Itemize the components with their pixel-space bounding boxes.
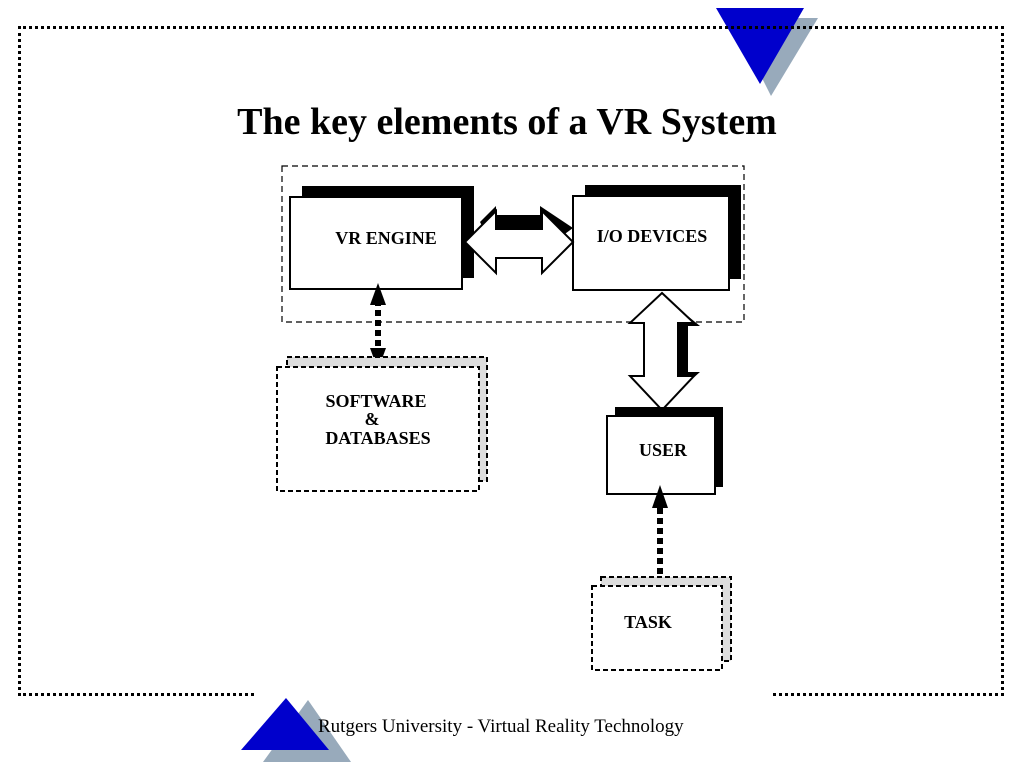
software-databases-box <box>276 366 480 492</box>
software-label-line2: & <box>365 409 380 429</box>
engine-io-double-arrow <box>463 208 575 276</box>
bottom-blue-triangle <box>241 698 329 750</box>
user-box <box>606 415 716 495</box>
io-devices-label: I/O DEVICES <box>597 226 708 246</box>
engine-software-arrow-up <box>370 283 386 305</box>
task-user-arrow-head <box>652 485 668 508</box>
task-box <box>591 585 723 671</box>
engine-io-group-boundary <box>281 165 745 323</box>
vr-engine-label: VR ENGINE <box>335 228 437 248</box>
software-label-line1: SOFTWARE <box>325 391 426 411</box>
footer-text: Rutgers University - Virtual Reality Tec… <box>318 716 684 737</box>
footer-gap <box>256 692 772 702</box>
software-label-line3: DATABASES <box>325 428 430 448</box>
user-label: USER <box>639 440 688 460</box>
task-label: TASK <box>624 612 672 632</box>
slide-title: The key elements of a VR System <box>237 101 777 143</box>
